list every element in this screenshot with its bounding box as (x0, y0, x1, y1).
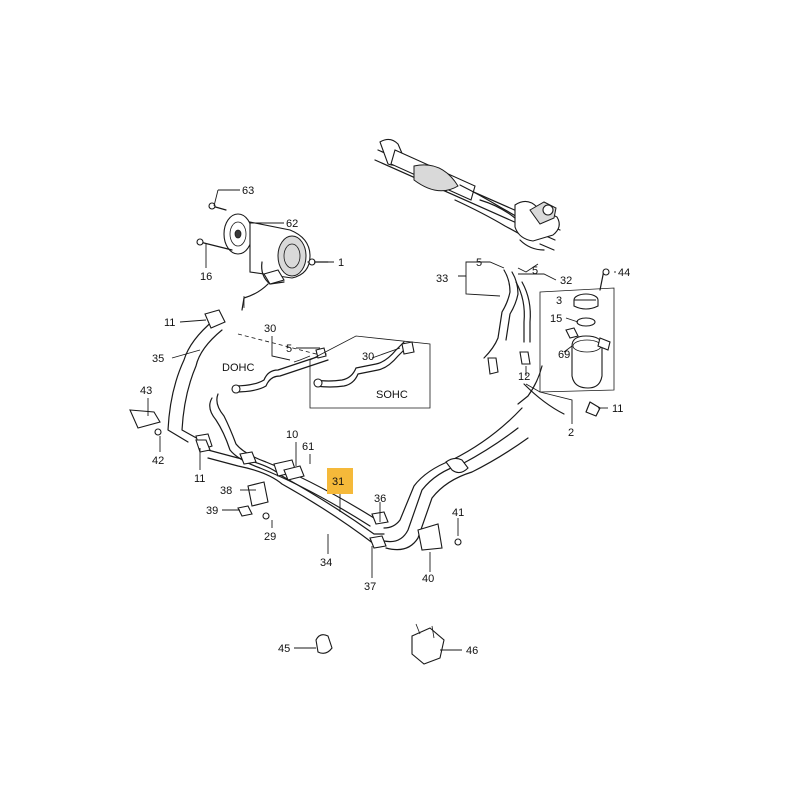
dohc-note: DOHC (222, 362, 254, 374)
callout-1: 1 (338, 257, 344, 269)
callout-15: 15 (550, 313, 562, 325)
brackets (129, 409, 462, 665)
callout-11-reservoir: 11 (612, 403, 623, 415)
sohc-inset (309, 335, 431, 409)
callout-2: 2 (568, 427, 574, 439)
power-steering-pump (196, 202, 329, 311)
callout-11-hose: 11 (194, 473, 205, 485)
callout-69: 69 (558, 349, 570, 361)
callout-29: 29 (264, 531, 276, 543)
callout-32: 32 (560, 275, 572, 287)
pressure-return-lines (207, 365, 543, 551)
dohc-inset (231, 333, 329, 394)
callout-5-dohc: 5 (286, 343, 292, 355)
callout-43: 43 (140, 385, 152, 397)
callout-3: 3 (556, 295, 562, 307)
callout-31: 31 (332, 476, 344, 488)
callout-63: 63 (242, 185, 254, 197)
callout-36: 36 (374, 493, 386, 505)
callout-30-dohc: 30 (264, 323, 276, 335)
callout-5-upper: 5 (476, 257, 482, 269)
callout-39: 39 (206, 505, 218, 517)
callout-35: 35 (152, 353, 164, 365)
steering-gear (374, 138, 561, 251)
callout-38: 38 (220, 485, 232, 497)
callout-37: 37 (364, 581, 376, 593)
highlight-box-31 (327, 468, 353, 494)
callout-16: 16 (200, 271, 212, 283)
reservoir-hoses (483, 269, 565, 415)
callout-46: 46 (466, 645, 478, 657)
callout-45: 45 (278, 643, 290, 655)
callout-12: 12 (518, 371, 530, 383)
callout-10: 10 (286, 429, 298, 441)
reservoir-assembly (539, 268, 615, 417)
callout-62: 62 (286, 218, 298, 230)
suction-hose-35 (167, 309, 226, 451)
gear-bellows (413, 164, 459, 193)
callout-5-lower: 5 (532, 265, 538, 277)
callout-42: 42 (152, 455, 164, 467)
callout-34: 34 (320, 557, 332, 569)
callout-41: 41 (452, 507, 464, 519)
callout-labels: 63 62 1 16 11 35 30 5 DOHC 30 SOHC 43 42… (140, 185, 630, 657)
callout-33: 33 (436, 273, 448, 285)
callout-61: 61 (302, 441, 314, 453)
callout-11-pump: 11 (164, 317, 175, 329)
callout-44: 44 (618, 267, 630, 279)
leader-lines (147, 189, 616, 651)
callout-40: 40 (422, 573, 434, 585)
sohc-note: SOHC (376, 389, 408, 401)
callout-30-sohc: 30 (362, 351, 374, 363)
